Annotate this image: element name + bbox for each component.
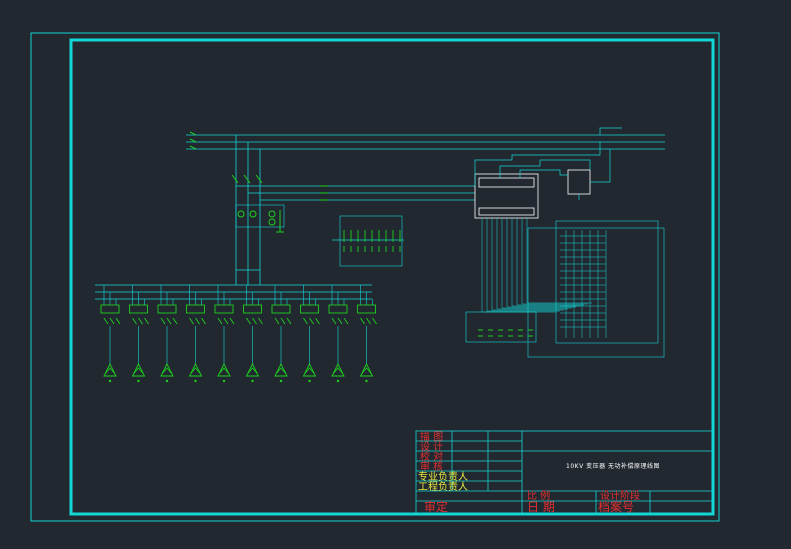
feeder-capacitor	[161, 367, 173, 375]
matrix-contacts	[478, 329, 533, 337]
inner-frame	[69, 38, 715, 516]
matrix-wiring	[481, 218, 607, 338]
feeder-contactor	[331, 317, 349, 325]
feeder-capacitor	[302, 362, 317, 377]
feeder-capacitor	[188, 362, 203, 377]
feeder-capacitor	[304, 367, 315, 375]
feeder-capacitor	[275, 367, 287, 375]
label-design: 设 计	[420, 442, 444, 453]
feeder-terminal	[137, 379, 140, 383]
feeder-contactor	[274, 317, 292, 325]
feeder-terminal	[165, 379, 169, 383]
feeder-terminal	[108, 379, 112, 383]
feeder-contactor	[189, 317, 206, 325]
feeder-capacitor	[361, 367, 372, 375]
feeder-terminal	[336, 379, 340, 383]
incoming-switch-symbols	[189, 131, 285, 233]
feeder-capacitor	[133, 367, 144, 375]
drawing-title: 10KV 变压器 无功补偿原理线图	[566, 463, 660, 470]
label-draw: 描 图	[420, 432, 444, 443]
outer-frame	[30, 32, 720, 522]
feeder-contactor	[303, 317, 320, 325]
feeder-terminal	[194, 379, 197, 383]
controller-module	[474, 169, 591, 219]
label-approve: 审定	[424, 500, 449, 514]
feeder-contactor	[246, 317, 263, 325]
feeder-group	[100, 285, 377, 383]
label-project-lead: 工程负责人	[418, 482, 468, 493]
label-archive: 档案号	[598, 500, 635, 514]
feeder-capacitor	[190, 367, 201, 375]
feeder-capacitor	[131, 362, 146, 377]
feeder-breaker	[157, 304, 177, 314]
feeder-terminal	[222, 379, 226, 383]
feeder-contactor	[132, 317, 149, 325]
feeder-capacitor	[103, 362, 117, 377]
feeder-capacitor	[217, 362, 231, 377]
feeder-terminal	[279, 379, 283, 383]
feeder-breaker	[328, 304, 348, 314]
feeder-breaker	[186, 304, 205, 314]
feeder-terminal	[308, 379, 311, 383]
incoming-lines	[186, 134, 665, 285]
label-date: 日 期	[527, 500, 555, 514]
label-stage: 设计阶段	[600, 491, 640, 502]
feeder-terminal	[365, 379, 368, 383]
control-bus	[236, 185, 475, 267]
feeder-breaker	[271, 304, 291, 314]
feeder-capacitor	[218, 367, 230, 375]
label-scale: 比 例	[527, 491, 551, 502]
feeder-contactor	[217, 317, 235, 325]
capacitor-fuses	[320, 185, 401, 252]
label-discipline-lead: 专业负责人	[418, 472, 468, 483]
feeder-contactor	[103, 317, 121, 325]
feeder-breaker	[129, 304, 148, 314]
feeder-contactor	[360, 317, 377, 325]
feeder-capacitor	[104, 367, 116, 375]
controller-links	[474, 127, 622, 200]
contactor-matrix	[465, 220, 665, 358]
feeder-contactor	[160, 317, 178, 325]
feeder-breaker	[300, 304, 319, 314]
feeder-breaker	[243, 304, 262, 314]
label-audit: 审 核	[420, 462, 444, 473]
feeder-terminal	[251, 379, 254, 383]
feeder-capacitor	[274, 362, 288, 377]
feeder-capacitor	[359, 362, 374, 377]
feeder-breaker	[100, 304, 120, 314]
feeder-capacitor	[160, 362, 174, 377]
feeder-breaker	[214, 304, 234, 314]
feeder-capacitor	[332, 367, 344, 375]
feeder-breaker	[357, 304, 376, 314]
feeder-capacitor	[245, 362, 260, 377]
feeder-bus	[95, 269, 372, 300]
label-check: 校 对	[420, 452, 444, 463]
feeder-capacitor	[247, 367, 258, 375]
feeder-capacitor	[331, 362, 345, 377]
title-block	[415, 430, 714, 515]
